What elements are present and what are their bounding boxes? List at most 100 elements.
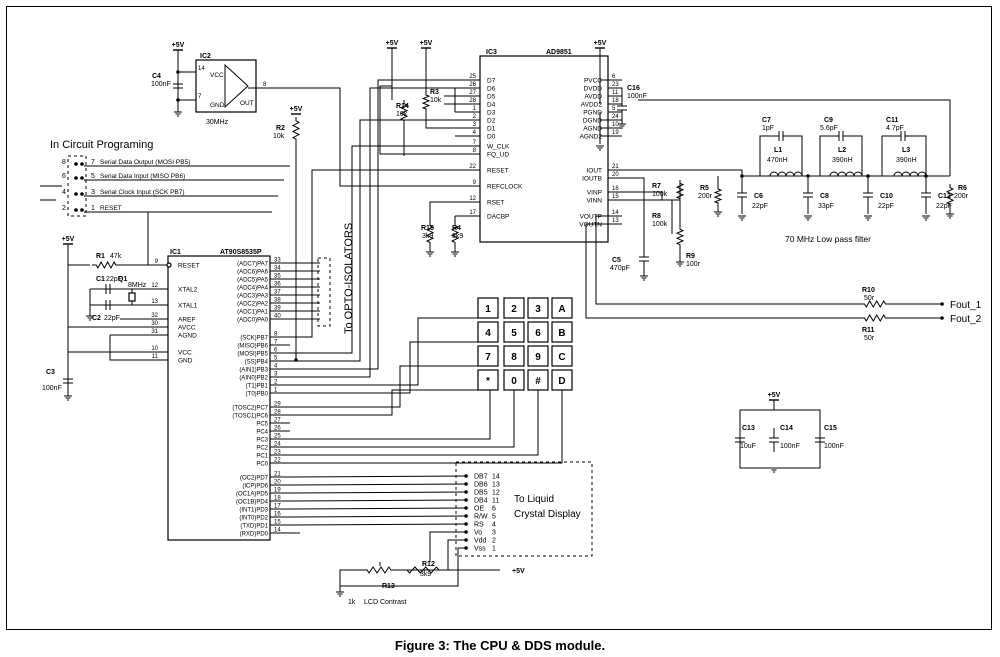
ground-symbol: [738, 215, 746, 221]
label: C7: [762, 117, 771, 124]
ic2-body: [195, 59, 257, 113]
label: 11: [612, 90, 619, 96]
supply-label: +5V: [386, 40, 399, 47]
ic1-pin-name: (SCK)PB7: [240, 336, 268, 342]
label: 35: [274, 274, 281, 280]
ic3-pin-name: AVDD: [584, 94, 602, 101]
wire: [270, 145, 480, 354]
capacitor-symbol: [898, 131, 908, 141]
label: 4: [492, 522, 496, 529]
ic1-pin-name: (AIN1)PB3: [239, 368, 268, 374]
resistor-symbol: [425, 222, 435, 246]
ic3-pin-name: D0: [487, 134, 496, 141]
wire: [786, 135, 803, 176]
ic3-pin-name: DACBP: [487, 214, 509, 221]
ic3-pin-name: AGND: [583, 126, 602, 133]
ic1-pin-name: AGND: [178, 333, 197, 340]
ic1-pin-name: (ADC3)PA3: [237, 294, 269, 300]
label: 1: [274, 388, 278, 394]
capacitor-symbol: [863, 176, 873, 214]
isp-label: RESET: [100, 205, 122, 212]
label: 2: [492, 538, 496, 545]
capacitor-symbol: [737, 176, 747, 214]
ic3-pin-name: IOUTB: [582, 176, 602, 183]
label: 16: [612, 186, 619, 192]
label: 17: [274, 504, 281, 510]
ic1-pin-name: (ADC6)PA6: [237, 270, 269, 276]
figure-caption: Figure 3: The CPU & DDS module.: [394, 638, 606, 653]
label: 20: [612, 172, 619, 178]
label: 22pF: [936, 203, 952, 210]
keypad-key-label: 3: [535, 304, 541, 315]
fout-1-label: Fout_1: [950, 300, 982, 311]
label: R8: [652, 213, 661, 220]
keypad-key-label: 8: [511, 352, 517, 363]
ic3-pin-name: D2: [487, 118, 496, 125]
capacitor-symbol: [617, 96, 627, 120]
label: 27: [469, 90, 476, 96]
ground-symbol: [804, 215, 812, 221]
lcd-pin-name: DB5: [474, 490, 488, 497]
label: 14: [612, 210, 619, 216]
label: Q1: [118, 276, 127, 283]
label: 10k: [273, 133, 285, 140]
lcd-pin-name: DB7: [474, 474, 488, 481]
crystal-symbol: [128, 292, 136, 302]
ic3-pin-name: PGND: [583, 110, 602, 117]
label: R1: [96, 253, 105, 260]
resistor-symbol: [860, 314, 890, 322]
lcd-pin-name: Vdd: [474, 538, 487, 545]
label: 33: [274, 258, 281, 264]
inductor-symbol: [893, 171, 927, 177]
ic1-pin-name: XTAL1: [178, 303, 198, 310]
ic3-pin-name: D7: [487, 78, 496, 85]
ic1-pin-name: (ICP)PD6: [242, 484, 268, 490]
label: 6: [612, 74, 616, 80]
ic1-pin-name: PC3: [256, 438, 268, 444]
ic1-pin-name: (OC1A)PD5: [236, 492, 269, 498]
capacitor-symbol: [815, 428, 825, 452]
resistor-symbol: [860, 300, 890, 308]
supply-label: +5V: [172, 42, 185, 49]
wire: [289, 499, 467, 502]
buffer-triangle: [224, 63, 249, 109]
wire: [622, 199, 673, 234]
wire: [270, 169, 480, 338]
label: 5: [91, 173, 95, 180]
keypad-key: [551, 321, 573, 343]
ic1-pin-name: PC1: [256, 454, 268, 460]
label: 31: [151, 329, 158, 335]
isp-label: Serial Data Output (MOSI PB5): [100, 159, 190, 166]
wire: [289, 523, 467, 526]
ic1-pin-name: (MISO)PB6: [237, 344, 268, 350]
junction-dot: [74, 208, 78, 212]
label: C12: [938, 193, 951, 200]
label: 37: [274, 290, 281, 296]
label: 100nF: [627, 93, 647, 100]
keypad-key-label: 4: [485, 328, 491, 339]
wire: [67, 244, 90, 266]
ic3-pin-name: IOUT: [586, 168, 602, 175]
label: 15: [274, 520, 281, 526]
label: 470pF: [610, 265, 630, 272]
ic1-pin-name: (ADC0)PA0: [237, 318, 269, 324]
wire: [379, 48, 480, 155]
label: 26: [274, 426, 281, 432]
ic3-pin-name: DVDD: [584, 86, 603, 93]
inductor-symbol: [829, 171, 863, 177]
label: 22: [469, 164, 476, 170]
junction-dot: [74, 192, 78, 196]
label: L2: [838, 147, 846, 154]
label: 22: [274, 458, 281, 464]
junction-dot: [74, 162, 78, 166]
ic1-pin-name: (INT1)PD3: [239, 508, 268, 514]
ic2-freq: 30MHz: [206, 119, 229, 126]
ic1-pin-name: (AIN0)PB2: [239, 376, 268, 382]
capacitor-symbol: [100, 284, 116, 294]
ic3-pin-name: AVDD2: [581, 102, 603, 109]
wire: [339, 569, 362, 586]
label: VCC: [210, 72, 224, 79]
label: 8: [263, 82, 267, 88]
keypad-key-label: #: [535, 376, 541, 387]
label: 14: [274, 528, 281, 534]
